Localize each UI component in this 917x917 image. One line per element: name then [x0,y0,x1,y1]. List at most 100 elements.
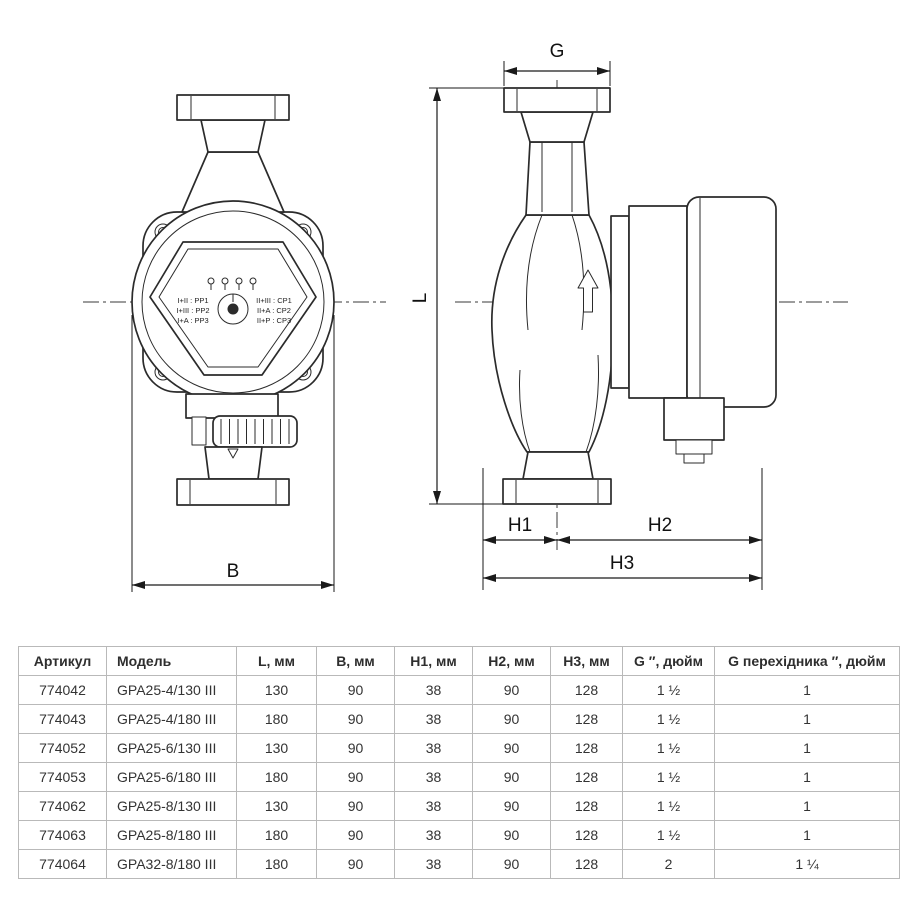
col-header-model: Модель [106,646,237,676]
col-header-article: Артикул [18,646,107,676]
table-cell: 1 [714,733,900,763]
table-row: 774042 GPA25-4/130 III 130 90 38 90 128 … [18,675,900,705]
table-cell: 128 [550,820,623,850]
dim-label-h3: H3 [610,553,634,574]
table-cell: 90 [472,733,551,763]
table-cell: 90 [472,762,551,792]
table-cell: 180 [236,820,317,850]
table-cell: 1 ½ [622,704,715,734]
dim-label-l: L [410,293,431,304]
table-cell: 130 [236,791,317,821]
col-header-l: L, мм [236,646,317,676]
table-row: 774053 GPA25-6/180 III 180 90 38 90 128 … [18,762,900,792]
table-cell: 128 [550,733,623,763]
col-header-h2: H2, мм [472,646,551,676]
table-row: 774062 GPA25-8/130 III 130 90 38 90 128 … [18,791,900,821]
table-cell: GPA25-4/130 III [106,675,237,705]
table-cell: GPA25-8/180 III [106,820,237,850]
table-cell: 90 [472,791,551,821]
side-view [455,80,848,550]
table-row: 774043 GPA25-4/180 III 180 90 38 90 128 … [18,704,900,734]
dim-label-h1: H1 [508,515,532,536]
table-row: 774064 GPA32-8/180 III 180 90 38 90 128 … [18,849,900,879]
table-cell: 774043 [18,704,107,734]
table-cell: 128 [550,849,623,879]
col-header-h3: H3, мм [550,646,623,676]
table-cell: 90 [316,733,395,763]
table-cell: 1 ½ [622,733,715,763]
col-header-g-adapter: G перехідника ″, дюйм [714,646,900,676]
table-cell: 38 [394,849,473,879]
table-cell: 1 ½ [622,675,715,705]
table-cell: 128 [550,791,623,821]
table-cell: 1 [714,820,900,850]
face-label-right-3: II+P : CP3 [257,316,291,325]
table-cell: 90 [316,704,395,734]
table-cell: 1 [714,704,900,734]
face-label-right-2: II+A : CP2 [257,306,291,315]
table-cell: GPA32-8/180 III [106,849,237,879]
table-cell: 90 [316,675,395,705]
table-cell: 38 [394,762,473,792]
dimension-b: B [131,315,335,592]
face-label-left-3: I+A : PP3 [177,316,208,325]
table-cell: 90 [472,849,551,879]
col-header-h1: H1, мм [394,646,473,676]
faceplate-labels: I+II : PP1 I+III : PP2 I+A : PP3 II+III … [176,296,291,325]
table-cell: 1 [714,675,900,705]
table-cell: 180 [236,762,317,792]
motor-housing [610,196,777,464]
table-cell: 774042 [18,675,107,705]
dimension-l: L [410,87,504,505]
spec-table-wrapper: Артикул Модель L, мм B, мм H1, мм H2, мм… [18,646,900,879]
table-cell: GPA25-6/130 III [106,733,237,763]
dim-label-g: G [550,41,565,62]
flow-arrow-icon [577,269,599,313]
table-cell: GPA25-4/180 III [106,704,237,734]
front-view: I+II : PP1 I+III : PP2 I+A : PP3 II+III … [83,94,386,506]
table-cell: 90 [316,791,395,821]
table-cell: 128 [550,704,623,734]
col-header-g: G ″, дюйм [622,646,715,676]
table-cell: 1 ½ [622,762,715,792]
table-cell: 1 [714,762,900,792]
table-cell: 90 [316,820,395,850]
table-row: 774052 GPA25-6/130 III 130 90 38 90 128 … [18,733,900,763]
spec-table: Артикул Модель L, мм B, мм H1, мм H2, мм… [18,646,900,879]
table-cell: GPA25-8/130 III [106,791,237,821]
table-cell: 180 [236,849,317,879]
table-cell: 2 [622,849,715,879]
table-row: 774063 GPA25-8/180 III 180 90 38 90 128 … [18,820,900,850]
dimension-h2: H2 [557,468,763,590]
table-cell: 180 [236,704,317,734]
face-label-left-1: I+II : PP1 [177,296,208,305]
table-cell: 774053 [18,762,107,792]
dimension-h1: H1 [482,468,557,590]
table-cell: 774062 [18,791,107,821]
table-header-row: Артикул Модель L, мм B, мм H1, мм H2, мм… [18,646,900,676]
table-cell: 90 [472,675,551,705]
table-cell: GPA25-6/180 III [106,762,237,792]
table-cell: 90 [472,704,551,734]
table-cell: 38 [394,675,473,705]
table-cell: 38 [394,791,473,821]
technical-drawing: I+II : PP1 I+III : PP2 I+A : PP3 II+III … [83,41,848,592]
dim-label-b: B [227,561,240,582]
table-cell: 1 ¼ [714,849,900,879]
dim-label-h2: H2 [648,515,672,536]
table-cell: 130 [236,733,317,763]
table-cell: 38 [394,733,473,763]
table-cell: 774064 [18,849,107,879]
table-cell: 774052 [18,733,107,763]
table-cell: 90 [472,820,551,850]
selector-knob [217,293,249,325]
dimension-h3: H3 [483,553,762,582]
dimension-g: G [503,41,611,86]
table-cell: 38 [394,704,473,734]
table-cell: 774063 [18,820,107,850]
face-label-right-1: II+III : CP1 [256,296,292,305]
table-cell: 90 [316,762,395,792]
table-cell: 130 [236,675,317,705]
table-cell: 128 [550,675,623,705]
